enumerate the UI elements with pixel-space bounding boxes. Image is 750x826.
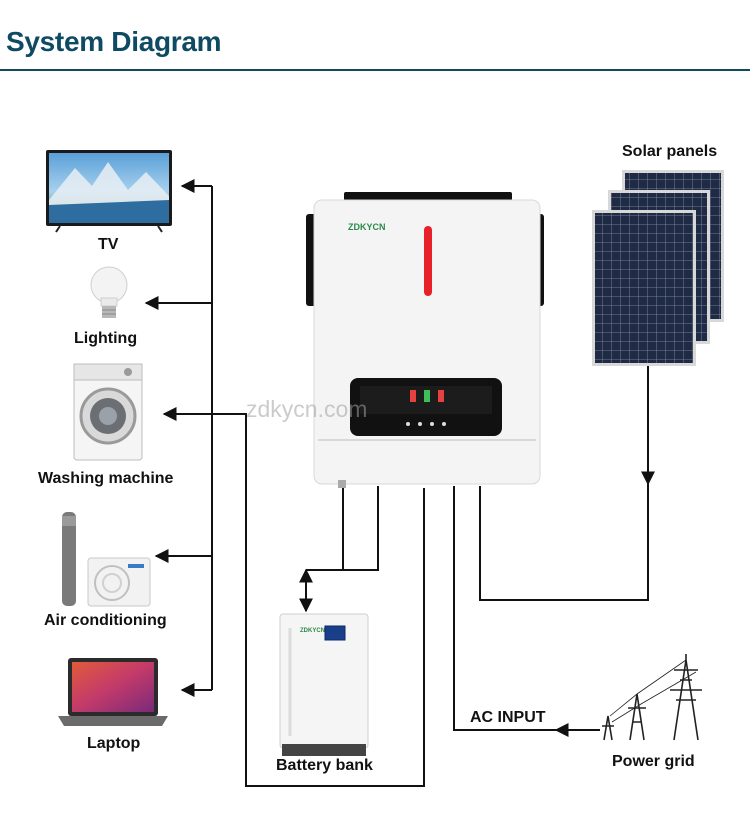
battery-bank-icon: [279, 613, 369, 756]
battery-wires: [299, 486, 379, 613]
washing-machine-label: Washing machine: [38, 470, 174, 487]
solar-panels-label: Solar panels: [622, 143, 718, 160]
inverter-brand: ZDKYCN: [348, 222, 386, 232]
tv-icon: [46, 150, 172, 233]
ac-input-wire: [453, 486, 600, 731]
light-bulb-icon: [90, 266, 128, 318]
title-divider: [0, 69, 750, 71]
washing-machine-icon: [73, 363, 143, 461]
watermark: zdkycn.com: [246, 396, 368, 422]
solar-panels-icon: [592, 170, 724, 366]
solar-return-wire: [479, 484, 649, 601]
tv-label: TV: [98, 236, 119, 253]
ac-input-label: AC INPUT: [470, 709, 546, 726]
load-bus: [144, 179, 213, 697]
battery-brand: ZDKYCN: [300, 628, 325, 634]
power-grid-label: Power grid: [612, 753, 695, 770]
page-title: System Diagram: [6, 26, 222, 57]
battery-bank-label: Battery bank: [276, 757, 373, 774]
power-grid-icon: [602, 654, 702, 741]
laptop-icon: [58, 658, 168, 726]
washing-machine-wire: [162, 407, 425, 787]
inverter-icon: [306, 192, 544, 488]
laptop-label: Laptop: [87, 735, 141, 752]
air-conditioner-icon: [62, 512, 151, 607]
lighting-label: Lighting: [74, 330, 138, 347]
air-conditioning-label: Air conditioning: [44, 612, 167, 629]
